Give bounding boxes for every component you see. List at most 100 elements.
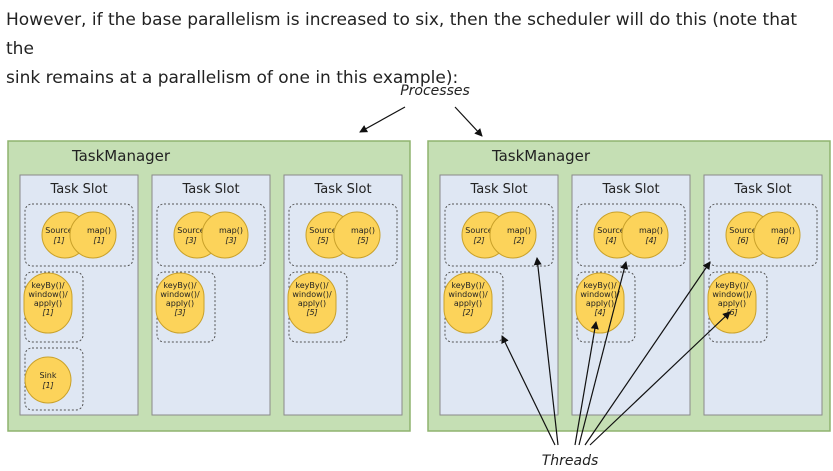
thread-arrow	[578, 261, 629, 446]
map-index: [4]	[645, 236, 656, 245]
window-label-line: apply()	[718, 299, 746, 308]
map-index: [5]	[357, 236, 368, 245]
map-label: map()	[87, 226, 111, 235]
window-label-line: keyBy()/	[451, 281, 484, 290]
task-slot: Task SlotSource[1]map()[1]keyBy()/window…	[19, 174, 139, 416]
window-label-line: window()/	[712, 290, 752, 299]
map-operator: map()[4]	[621, 211, 669, 259]
intro-line-1: However, if the base parallelism is incr…	[6, 10, 798, 59]
window-label-line: keyBy()/	[583, 281, 616, 290]
window-index: [4]	[594, 308, 605, 317]
task-slot-box	[283, 174, 403, 416]
map-label: map()	[219, 226, 243, 235]
window-label-line: apply()	[586, 299, 614, 308]
window-operator: keyBy()/window()/apply()[6]	[707, 272, 757, 334]
map-operator: map()[1]	[69, 211, 117, 259]
map-operator: map()[2]	[489, 211, 537, 259]
map-label: map()	[639, 226, 663, 235]
window-index: [1]	[42, 308, 53, 317]
map-label: map()	[351, 226, 375, 235]
source-index: [6]	[737, 236, 748, 245]
window-label-line: keyBy()/	[31, 281, 64, 290]
source-label: Source	[597, 226, 625, 235]
source-label: Source	[309, 226, 337, 235]
thread-arrow	[574, 321, 599, 446]
thread-arrow	[589, 311, 731, 446]
map-index: [6]	[777, 236, 788, 245]
window-index: [6]	[726, 308, 737, 317]
source-label: Source	[177, 226, 205, 235]
window-label-line: window()/	[28, 290, 68, 299]
intro-paragraph: However, if the base parallelism is incr…	[6, 6, 826, 93]
task-slot-title: Task Slot	[733, 182, 791, 197]
source-label: Source	[45, 226, 73, 235]
task-slot-title: Task Slot	[49, 182, 107, 197]
task-slot-title: Task Slot	[469, 182, 527, 197]
task-slot: Task SlotSource[4]map()[4]keyBy()/window…	[571, 174, 691, 416]
window-label-line: window()/	[448, 290, 488, 299]
task-manager-title: TaskManager	[491, 147, 591, 165]
source-label: Source	[465, 226, 493, 235]
window-label-line: window()/	[580, 290, 620, 299]
window-operator: keyBy()/window()/apply()[1]	[23, 272, 73, 334]
source-index: [2]	[473, 236, 484, 245]
map-index: [1]	[93, 236, 104, 245]
window-label-line: keyBy()/	[163, 281, 196, 290]
map-label: map()	[507, 226, 531, 235]
operator-chain-border	[708, 203, 818, 267]
source-index: [3]	[185, 236, 196, 245]
source-index: [5]	[317, 236, 328, 245]
operator-chain-border	[576, 203, 686, 267]
threads-label: Threads	[542, 453, 599, 469]
task-slot-title: Task Slot	[181, 182, 239, 197]
map-label: map()	[771, 226, 795, 235]
thread-arrow	[584, 261, 711, 446]
operator-chain-border	[24, 203, 134, 267]
task-slot-title: Task Slot	[313, 182, 371, 197]
window-label-line: window()/	[160, 290, 200, 299]
map-index: [2]	[513, 236, 524, 245]
task-slot: Task SlotSource[6]map()[6]keyBy()/window…	[703, 174, 823, 416]
sink-label: Sink	[39, 371, 56, 380]
map-operator: map()[5]	[333, 211, 381, 259]
source-index: [4]	[605, 236, 616, 245]
sink-index: [1]	[42, 381, 53, 390]
processes-label: Processes	[400, 83, 470, 99]
window-index: [5]	[306, 308, 317, 317]
operator-chain-border	[288, 203, 398, 267]
operator-chain-border	[444, 203, 554, 267]
task-slot: Task SlotSource[5]map()[5]keyBy()/window…	[283, 174, 403, 416]
task-slot-title: Task Slot	[601, 182, 659, 197]
thread-arrow	[501, 335, 556, 446]
source-index: [1]	[53, 236, 64, 245]
map-operator: map()[3]	[201, 211, 249, 259]
intro-line-2: sink remains at a parallelism of one in …	[6, 68, 459, 88]
window-operator: keyBy()/window()/apply()[5]	[287, 272, 337, 334]
window-index: [2]	[462, 308, 473, 317]
window-label-line: apply()	[166, 299, 194, 308]
task-slot: Task SlotSource[2]map()[2]keyBy()/window…	[439, 174, 559, 416]
window-label-line: window()/	[292, 290, 332, 299]
window-label-line: apply()	[454, 299, 482, 308]
sink-operator: Sink[1]	[24, 356, 72, 404]
processes-arrow-left	[359, 106, 406, 133]
map-index: [3]	[225, 236, 236, 245]
window-label-line: keyBy()/	[715, 281, 748, 290]
operator-chain-border	[156, 203, 266, 267]
window-operator: keyBy()/window()/apply()[3]	[155, 272, 205, 334]
window-index: [3]	[174, 308, 185, 317]
map-operator: map()[6]	[753, 211, 801, 259]
window-operator: keyBy()/window()/apply()[2]	[443, 272, 493, 334]
processes-arrow-right	[454, 106, 483, 137]
task-manager-title: TaskManager	[71, 147, 171, 165]
source-label: Source	[729, 226, 757, 235]
window-label-line: keyBy()/	[295, 281, 328, 290]
window-operator: keyBy()/window()/apply()[4]	[575, 272, 625, 334]
task-slot: Task SlotSource[3]map()[3]keyBy()/window…	[151, 174, 271, 416]
window-label-line: apply()	[298, 299, 326, 308]
window-label-line: apply()	[34, 299, 62, 308]
thread-arrow	[533, 257, 559, 446]
